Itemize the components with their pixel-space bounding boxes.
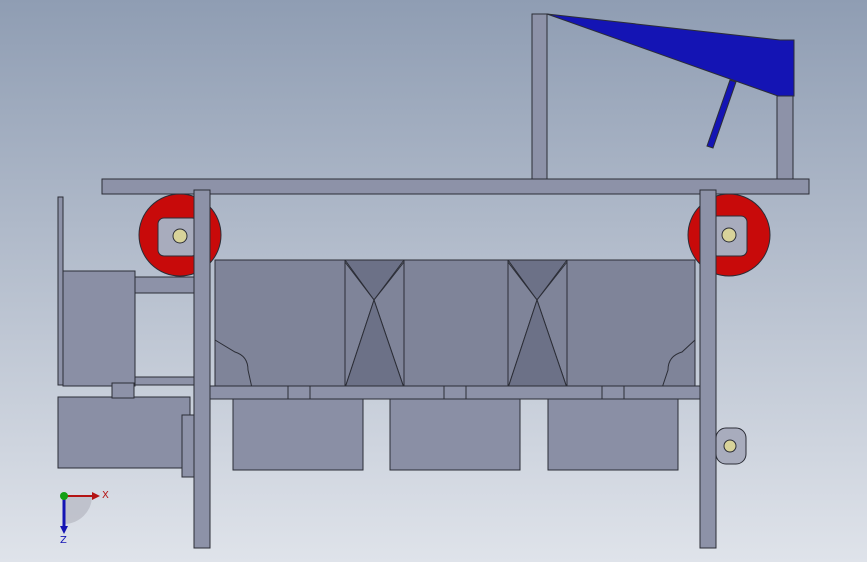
gearbox-flange[interactable] — [181, 414, 195, 478]
collection-bin-3[interactable] — [547, 398, 679, 471]
gearbox-bracket[interactable] — [111, 382, 135, 399]
x-axis-label: X — [102, 490, 109, 501]
chute-deflector[interactable] — [706, 79, 737, 149]
z-axis-arrow — [60, 526, 68, 534]
triad-shadow — [64, 496, 92, 524]
hopper-row[interactable] — [207, 259, 703, 400]
top-beam[interactable] — [101, 178, 810, 195]
right-leg[interactable] — [699, 189, 717, 549]
collection-bin-1[interactable] — [232, 398, 364, 471]
collection-bin-2[interactable] — [389, 398, 521, 471]
divider-1[interactable] — [344, 259, 405, 389]
base-tab-2[interactable] — [443, 385, 467, 400]
left-drive-assembly[interactable] — [57, 196, 196, 478]
hopper-2[interactable] — [403, 259, 509, 389]
lower-right-bearing[interactable] — [715, 427, 747, 465]
feed-chute[interactable] — [531, 13, 795, 181]
y-axis-dot — [60, 492, 68, 500]
left-end-plate[interactable] — [57, 196, 64, 386]
lower-axle-bolt[interactable] — [723, 439, 737, 453]
hopper-right-lip[interactable] — [661, 338, 696, 389]
bin-row[interactable] — [232, 398, 679, 471]
lower-cross-rod[interactable] — [134, 376, 196, 386]
left-axle-bolt[interactable] — [172, 228, 188, 244]
base-tab-1[interactable] — [287, 385, 311, 400]
hopper-left-lip[interactable] — [214, 339, 253, 389]
axis-triad: X Z — [60, 490, 109, 546]
chute-body[interactable] — [546, 13, 795, 97]
left-motor-housing[interactable] — [62, 270, 136, 387]
base-tab-3[interactable] — [601, 385, 625, 400]
z-axis-label: Z — [60, 535, 67, 546]
chute-support-post[interactable] — [531, 13, 548, 181]
right-axle-bolt[interactable] — [721, 227, 737, 243]
x-axis-arrow — [92, 492, 100, 500]
gearbox-housing[interactable] — [57, 396, 191, 469]
chute-rear-leg[interactable] — [776, 95, 794, 181]
upper-cross-rod[interactable] — [134, 276, 196, 294]
divider-2[interactable] — [507, 259, 568, 389]
left-leg[interactable] — [193, 189, 211, 549]
